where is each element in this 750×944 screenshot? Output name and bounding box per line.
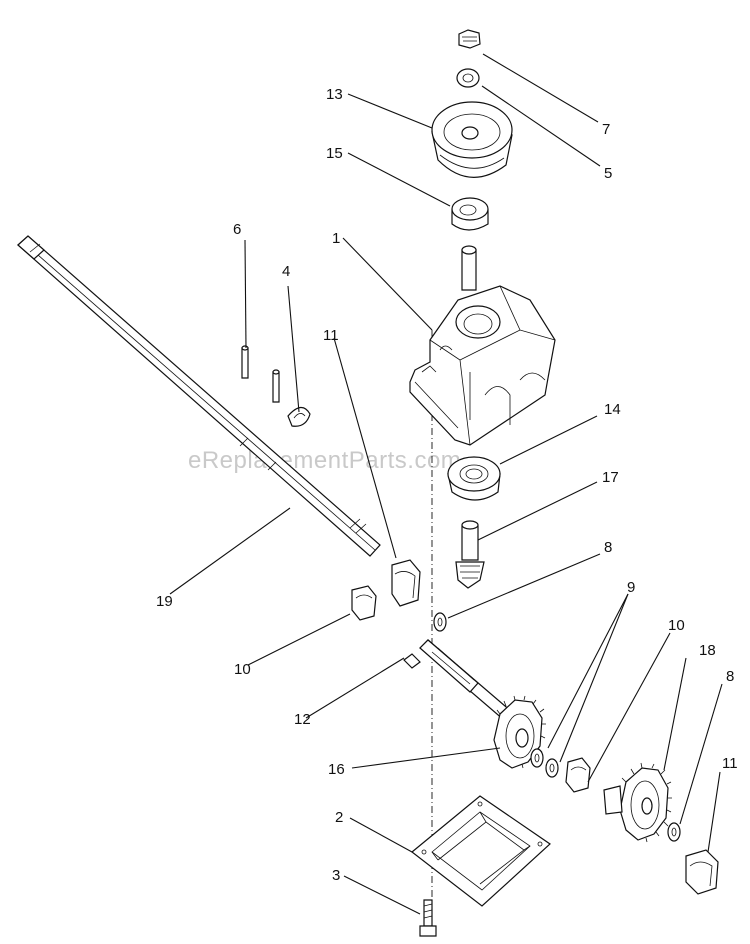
part-10-bushing [351, 585, 377, 621]
part-4-clip [287, 406, 311, 427]
part-11-bushing-right [685, 849, 719, 895]
part-1-gearbox-housing [409, 245, 556, 446]
callout-11-upper: 11 [323, 327, 339, 344]
callout-17: 17 [602, 469, 619, 486]
part-7-nut [458, 29, 481, 49]
part-2-gearbox-cover [411, 795, 551, 907]
callout-19: 19 [156, 593, 173, 610]
part-5-washer [456, 68, 480, 88]
part-10-bushing-right [565, 757, 591, 793]
callout-8-lower: 8 [726, 668, 734, 685]
callout-9: 9 [627, 579, 635, 596]
part-13-pulley [431, 101, 513, 178]
part-18-gear [603, 762, 672, 843]
callout-16: 16 [328, 761, 345, 778]
callout-2: 2 [335, 809, 343, 826]
part-15-spacer [451, 197, 489, 231]
part-9-washers [530, 748, 559, 778]
part-14-bearing [447, 456, 501, 501]
callout-15: 15 [326, 145, 343, 162]
part-6-pin [241, 345, 249, 379]
callout-14: 14 [604, 401, 621, 418]
callout-18: 18 [699, 642, 716, 659]
callout-12: 12 [294, 711, 311, 728]
callout-6: 6 [233, 221, 241, 238]
callout-7: 7 [602, 121, 610, 138]
callout-10-right: 10 [668, 617, 685, 634]
callout-1: 1 [332, 230, 340, 247]
part-19-axle-shaft [17, 235, 381, 557]
callout-3: 3 [332, 867, 340, 884]
leader-lines [169, 53, 723, 915]
watermark: eReplacementParts.com [188, 447, 461, 474]
callout-13: 13 [326, 86, 343, 103]
callout-11-lower: 11 [722, 755, 738, 772]
part-8-washer-right [667, 822, 681, 842]
callout-10-left: 10 [234, 661, 251, 678]
part-11-bushing [391, 559, 421, 607]
part-3-screw [419, 899, 437, 937]
part-17-pinion-shaft [455, 520, 485, 589]
callout-8-upper: 8 [604, 539, 612, 556]
callout-5: 5 [604, 165, 612, 182]
part-4-pin [272, 369, 280, 403]
callout-4: 4 [282, 263, 290, 280]
callouts: 13 7 5 15 1 6 4 11 14 17 8 19 9 10 10 18… [156, 86, 738, 884]
part-8-washer [433, 612, 447, 632]
